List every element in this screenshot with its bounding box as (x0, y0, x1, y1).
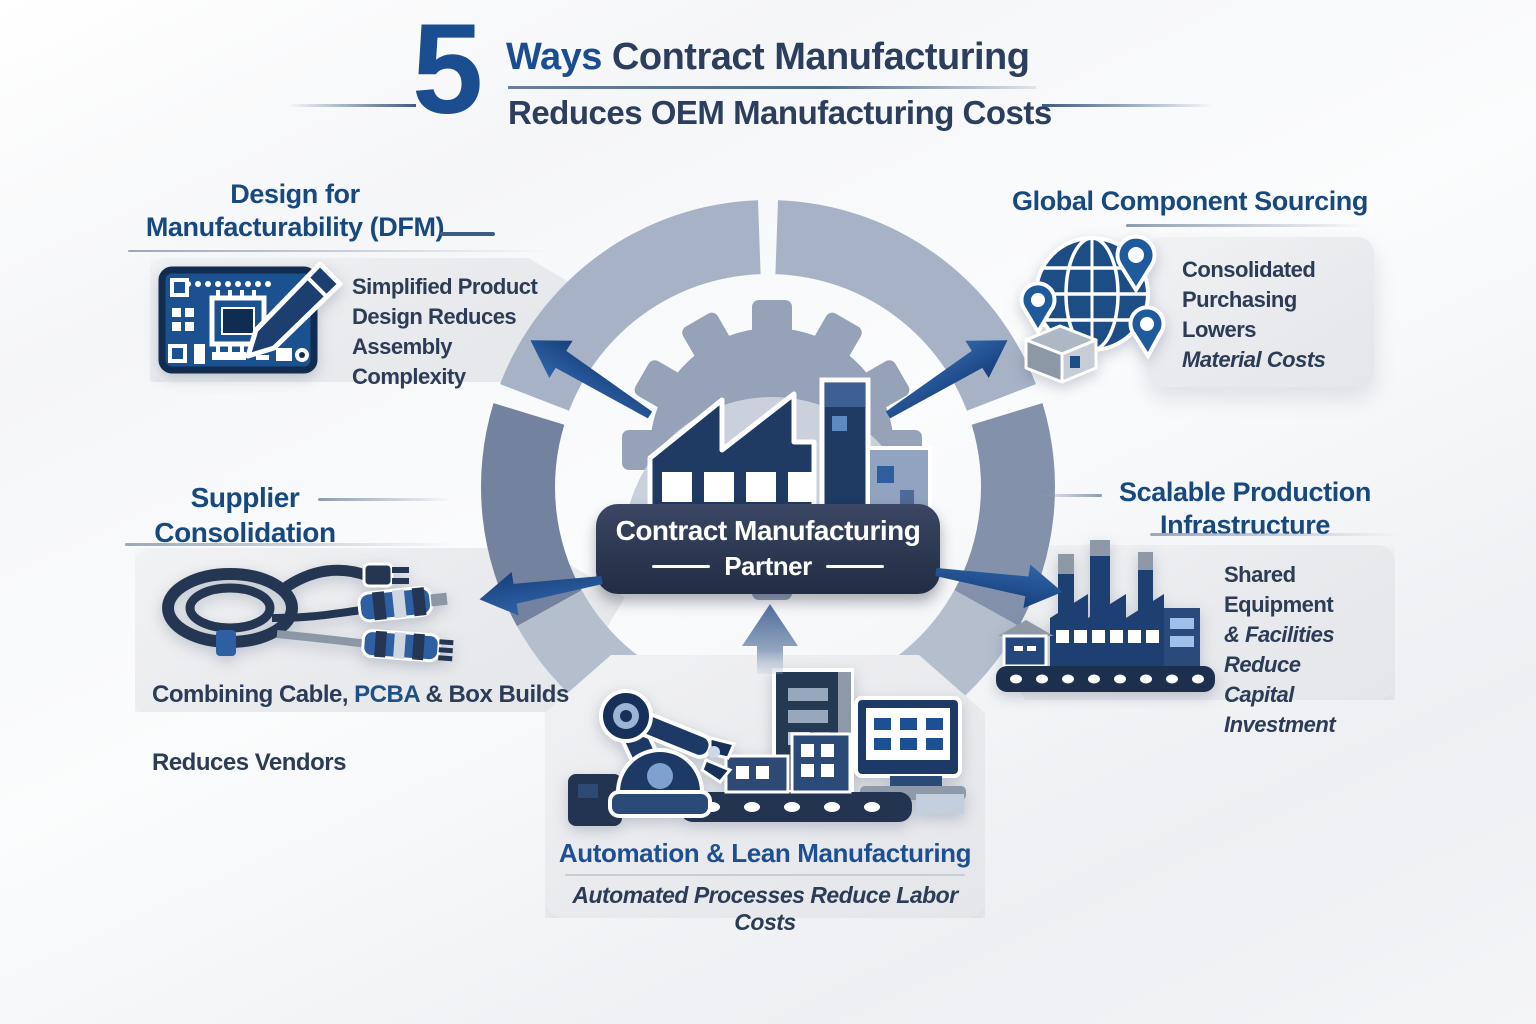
title-number: 5 (412, 0, 483, 141)
title-underline (508, 86, 1036, 89)
body-dfm: Simplified Product Design Reduces Assemb… (352, 274, 538, 389)
dfm-heading-dash (440, 232, 495, 236)
title-dash-left (288, 104, 416, 107)
scalable-heading-rule (1150, 533, 1400, 536)
title-rest: Contract Manufacturing (601, 36, 1030, 78)
badge-dash-right (825, 565, 884, 568)
supplier-text-c: & Box Builds (419, 681, 569, 708)
heading-supplier: Supplier Consolidation (154, 482, 336, 548)
pcb-pencil-icon (158, 261, 344, 381)
body-supplier-line2: Reduces Vendors (152, 749, 346, 776)
badge-line1: Contract Manufacturing (615, 515, 921, 546)
supplier-text-a: Combining Cable, (152, 681, 355, 708)
globe-pins-box-icon (1008, 228, 1170, 393)
heading-dfm: Design for Manufacturability (DFM) (145, 179, 445, 242)
badge-line2: Partner (724, 551, 812, 581)
arrow-to-sourcing (885, 340, 1008, 419)
sourcing-heading-rule (1126, 224, 1366, 227)
badge-dash-left (652, 565, 711, 568)
title-accent: Ways (506, 36, 602, 78)
ring-segment (775, 200, 1036, 411)
automation-divider (565, 874, 965, 876)
scalable-heading-dash (1030, 494, 1102, 497)
factory-conveyor-icon (988, 540, 1223, 705)
body-sourcing: Consolidated Purchasing Lowers Material … (1182, 255, 1372, 375)
body-sourcing-main: Consolidated Purchasing Lowers (1182, 257, 1316, 342)
dfm-heading-rule (128, 250, 548, 252)
cables-icon (142, 548, 472, 671)
title-dash-right (1042, 104, 1214, 107)
supplier-text-pcba: PCBA (354, 681, 420, 708)
body-automation: Automated Processes Reduce Labor Costs (572, 882, 958, 935)
card-global-sourcing (1148, 237, 1374, 387)
body-supplier: Combining Cable, PCBA & Box Builds Reduc… (152, 644, 582, 814)
heading-automation: Automation & Lean Manufacturing (558, 838, 972, 868)
supplier-heading-dash (318, 498, 453, 501)
body-sourcing-em: Material Costs (1182, 347, 1326, 372)
heading-sourcing: Global Component Sourcing (1012, 186, 1368, 216)
supplier-heading-rule (125, 543, 455, 546)
automation-scene-icon (560, 664, 970, 841)
body-scalable-em: & Facilities Reduce Capital Investment (1224, 622, 1336, 737)
body-scalable: Shared Equipment & Facilities Reduce Cap… (1224, 560, 1409, 740)
center-badge: Contract Manufacturing Partner (596, 504, 940, 594)
body-supplier-line1: Combining Cable, PCBA & Box Builds (152, 678, 582, 712)
page-subtitle: Reduces OEM Manufacturing Costs (508, 94, 1052, 131)
page-title: Ways Contract Manufacturing (506, 36, 1030, 79)
body-scalable-main: Shared Equipment (1224, 562, 1334, 617)
